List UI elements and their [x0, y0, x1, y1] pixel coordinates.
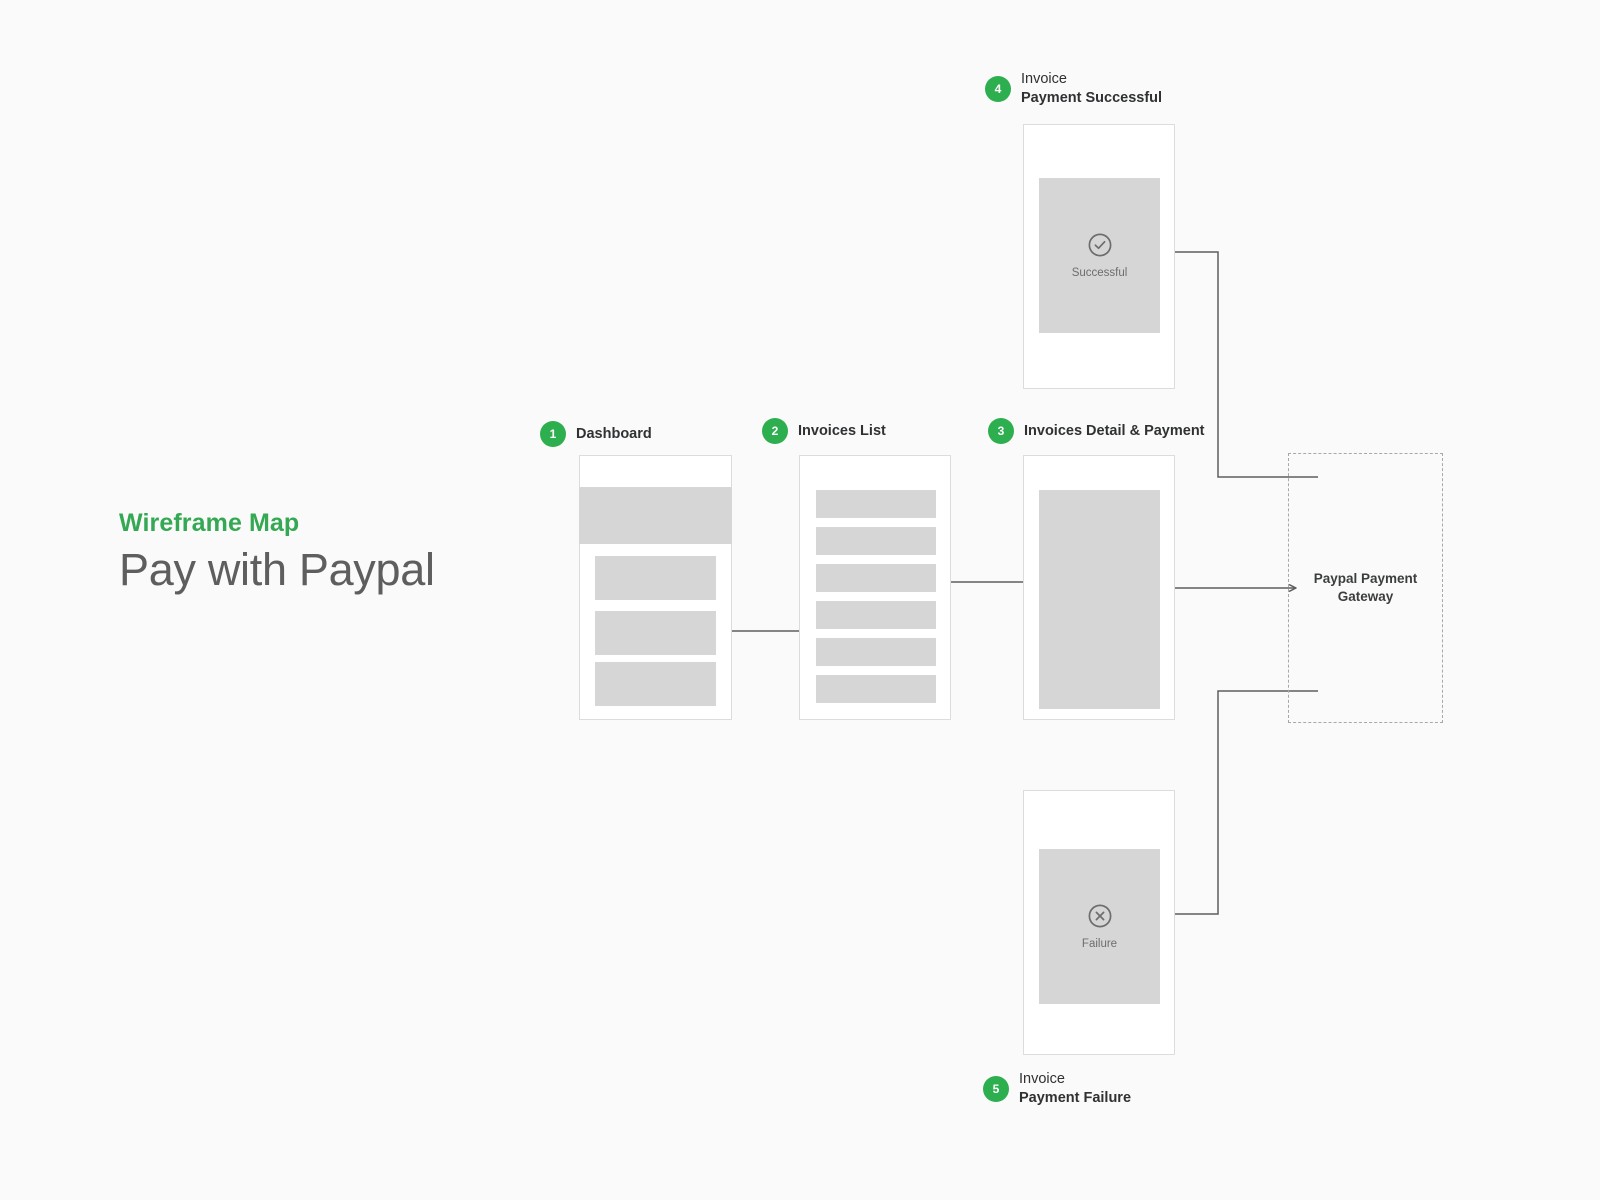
x-circle-icon: [1088, 904, 1111, 928]
step-label-dashboard: 1 Dashboard: [540, 421, 652, 447]
step-title-invoices-list-line1: Invoices List: [798, 422, 886, 439]
step-label-payment-successful: 4 Invoice Payment Successful: [985, 70, 1162, 107]
gateway-label-line2: Gateway: [1337, 589, 1394, 604]
payment-successful-status: Successful: [1039, 178, 1160, 333]
check-circle-icon: [1088, 233, 1111, 257]
step-label-payment-failure: 5 Invoice Payment Failure: [983, 1070, 1131, 1107]
step-badge-4: 4: [985, 75, 1011, 102]
step-badge-2: 2: [762, 418, 788, 444]
step-title-payment-failure-line1: Invoice: [1019, 1071, 1065, 1087]
invoice-row-6[interactable]: [816, 675, 936, 703]
step-title-payment-failure: Invoice Payment Failure: [1019, 1070, 1131, 1107]
dashboard-card-block-2[interactable]: [595, 611, 716, 655]
step-title-invoices-list: Invoices List: [798, 422, 886, 441]
step-label-invoices-list: 2 Invoices List: [762, 418, 886, 444]
screen-invoices-detail[interactable]: [1023, 455, 1175, 720]
screen-payment-successful[interactable]: Successful: [1023, 124, 1175, 389]
screen-dashboard[interactable]: [579, 455, 732, 720]
paypal-payment-gateway[interactable]: Paypal Payment Gateway: [1288, 453, 1443, 723]
title-eyebrow: Wireframe Map: [119, 509, 300, 537]
step-title-payment-failure-line2: Payment Failure: [1019, 1089, 1132, 1106]
payment-failure-status-text: Failure: [1081, 938, 1118, 950]
page-title: Pay with Paypal: [119, 544, 435, 596]
step-title-invoices-detail: Invoices Detail & Payment: [1024, 422, 1205, 441]
screen-payment-failure[interactable]: Failure: [1023, 790, 1175, 1055]
dashboard-card-block-1: [595, 556, 716, 600]
step-label-invoices-detail: 3 Invoices Detail & Payment: [988, 418, 1205, 444]
step-badge-5: 5: [983, 1075, 1009, 1102]
step-badge-1: 1: [540, 421, 566, 447]
invoice-row-4[interactable]: [816, 601, 936, 629]
paypal-payment-gateway-label: Paypal Payment Gateway: [1291, 570, 1441, 606]
gateway-label-line1: Paypal Payment: [1313, 571, 1418, 587]
payment-failure-status: Failure: [1039, 849, 1160, 1004]
screen-invoices-list[interactable]: [799, 455, 951, 720]
invoice-detail-content-block: [1039, 490, 1160, 709]
payment-successful-status-text: Successful: [1071, 267, 1128, 279]
title-block: Wireframe Map Pay with Paypal: [119, 508, 599, 595]
step-title-payment-successful: Invoice Payment Successful: [1021, 70, 1162, 107]
invoice-row-3[interactable]: [816, 564, 936, 592]
step-title-dashboard-line1: Dashboard: [576, 425, 652, 442]
invoice-row-1[interactable]: [816, 490, 936, 518]
step-title-invoices-detail-line1: Invoices Detail & Payment: [1024, 422, 1205, 439]
invoice-row-2[interactable]: [816, 527, 936, 555]
step-title-payment-successful-line1: Invoice: [1021, 71, 1067, 87]
dashboard-card-block-3: [595, 662, 716, 706]
step-title-payment-successful-line2: Payment Successful: [1021, 89, 1163, 106]
step-badge-3: 3: [988, 418, 1014, 444]
step-title-dashboard: Dashboard: [576, 425, 652, 444]
connector-gateway-to-failure: [1151, 690, 1318, 918]
invoice-row-5[interactable]: [816, 638, 936, 666]
dashboard-header-block: [579, 487, 732, 544]
